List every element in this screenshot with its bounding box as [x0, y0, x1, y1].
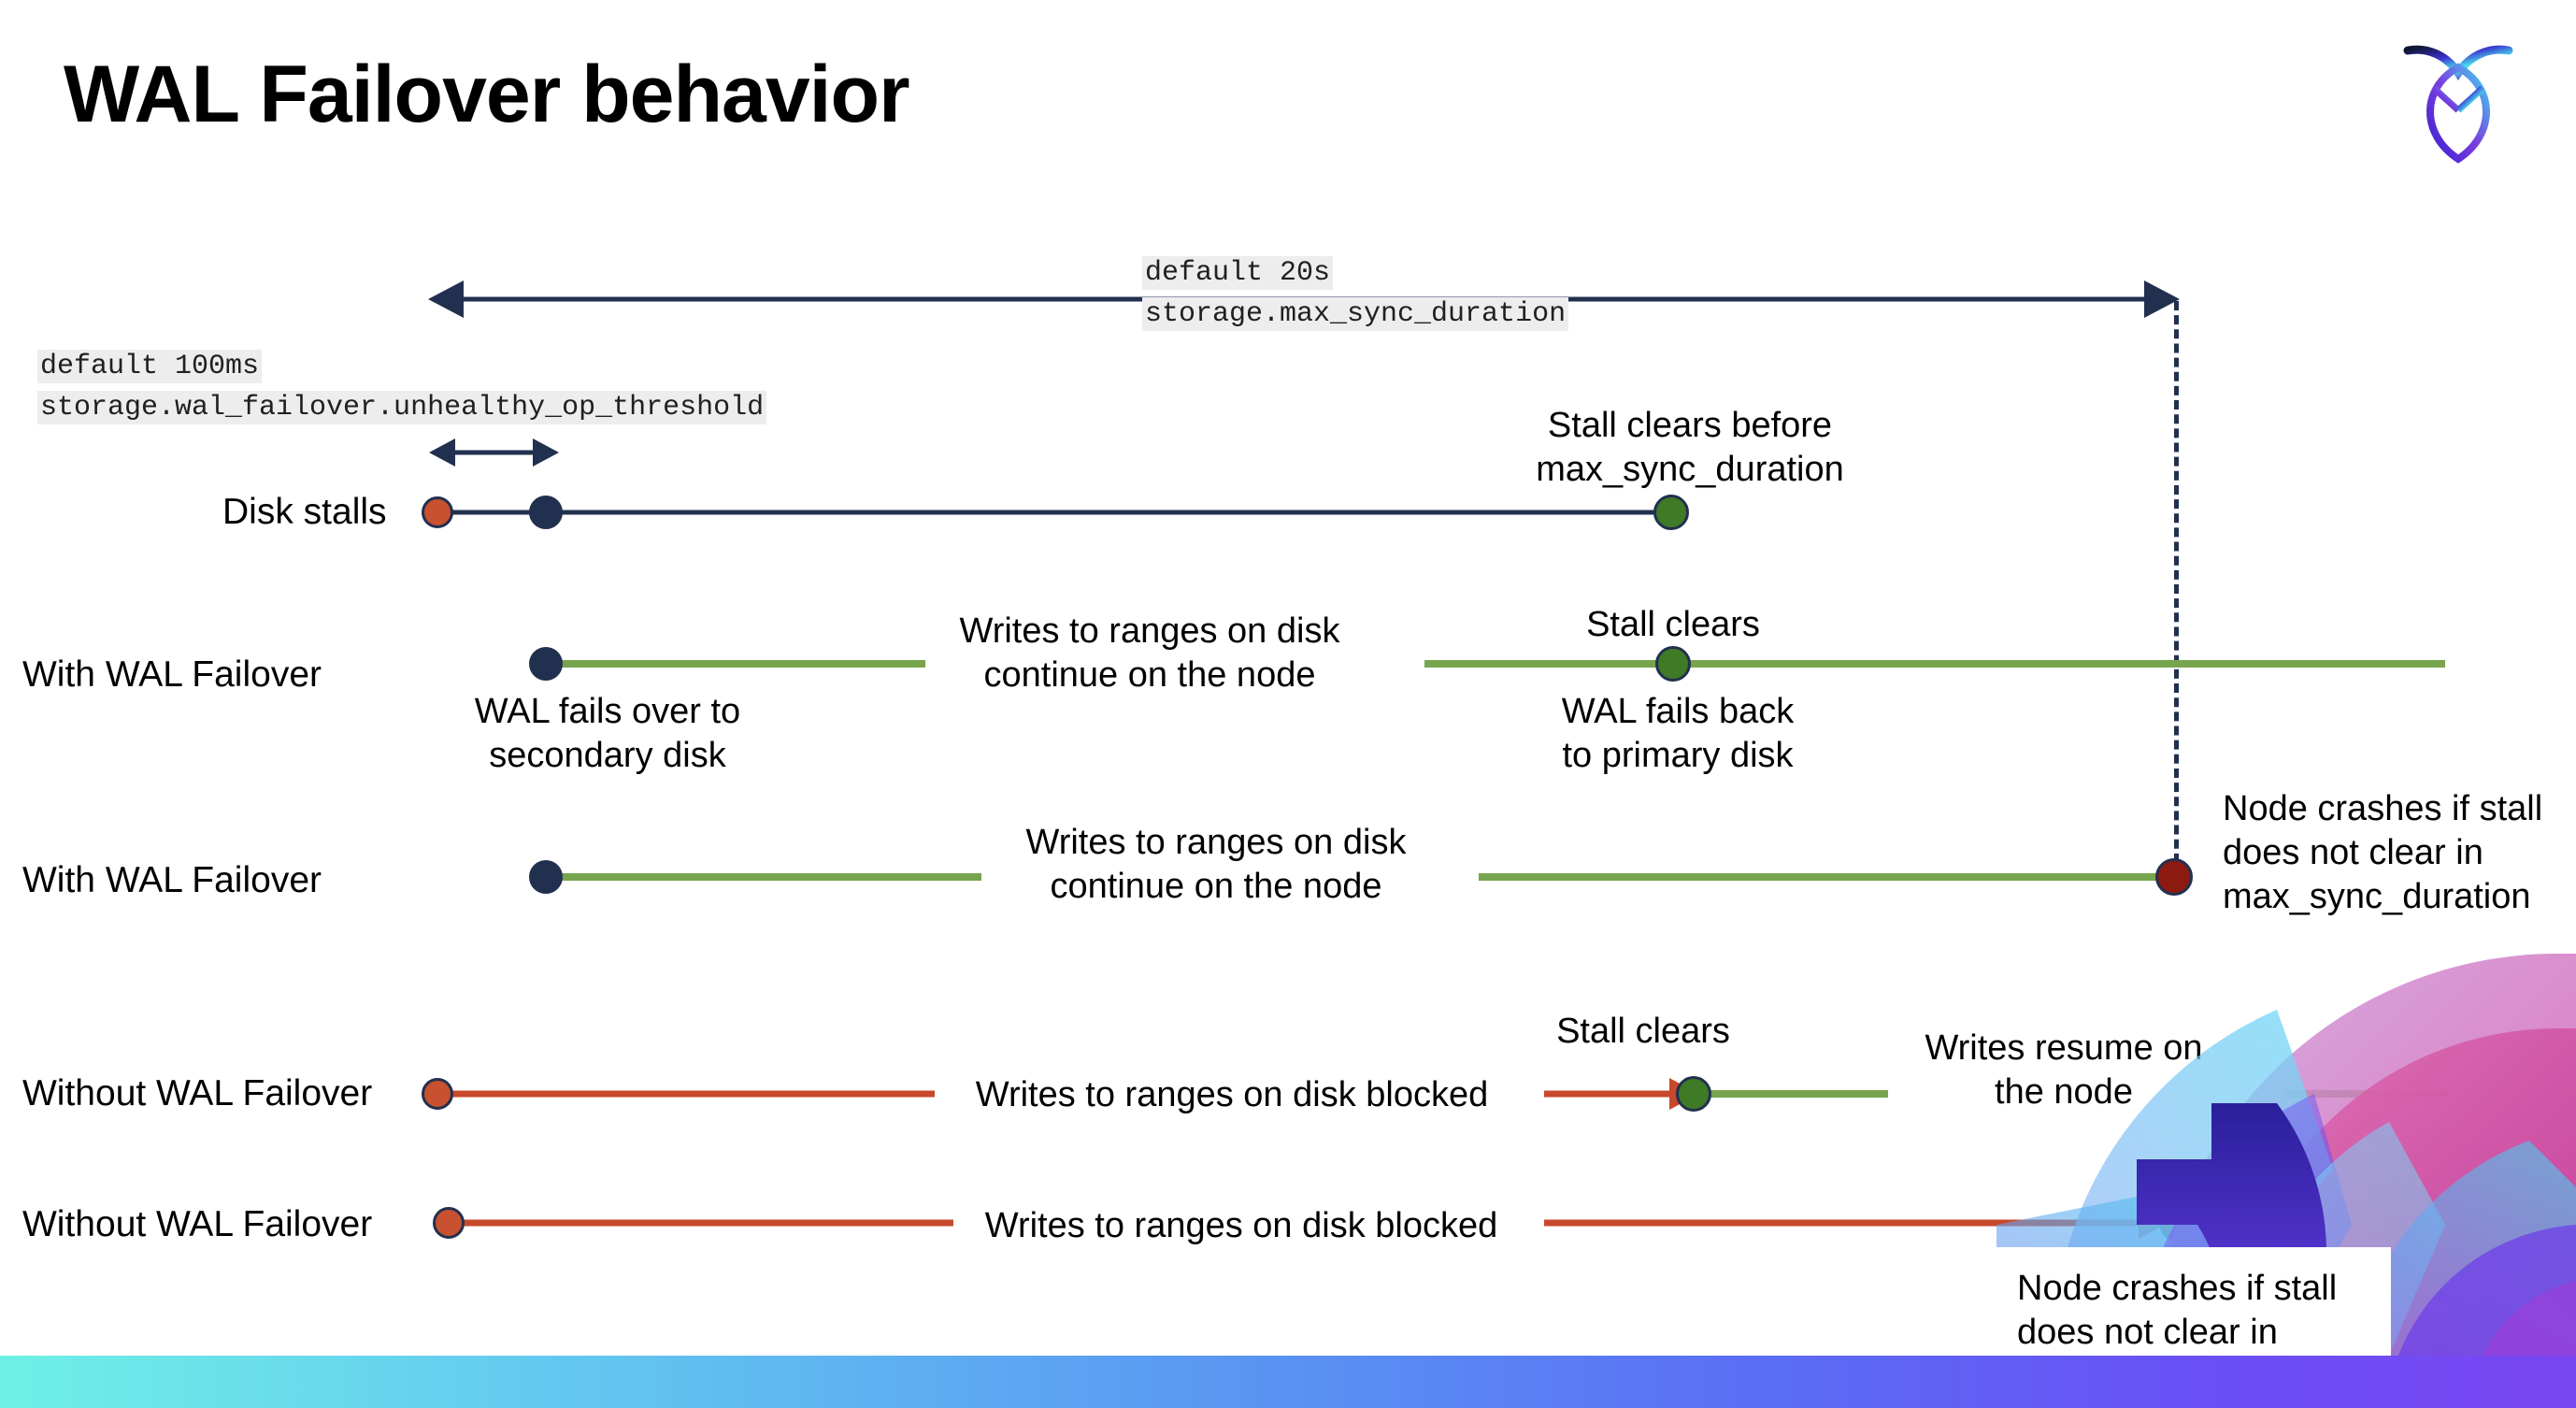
without-wal-clears-clear-marker[interactable] [1676, 1076, 1711, 1112]
unhealthy-op-arrow-right-head [533, 438, 559, 467]
annotation-stall-clears-before: Stall clears before max_sync_duration [1536, 406, 1844, 489]
without-wal-clears-blocked-left [437, 1090, 935, 1098]
row-label-without-wal-failover-clears: Without WAL Failover [22, 1073, 373, 1113]
annotation-node-crashes-1: Node crashes if stall does not clear in … [2223, 789, 2543, 916]
annotation-writes-blocked-2: Writes to ranges on disk blocked [984, 1206, 1498, 1245]
max-sync-arrow-right-head [2144, 280, 2180, 318]
max-sync-setting-label: storage.max_sync_duration [1142, 294, 1569, 335]
without-wal-clears-resume-segment-far [2284, 1090, 2449, 1098]
unhealthy-op-setting-label: storage.wal_failover.unhealthy_op_thresh… [37, 387, 767, 428]
annotation-stall-clears-1: Stall clears [1586, 605, 1760, 644]
annotation-stall-clears-2: Stall clears [1556, 1012, 1730, 1051]
max-sync-arrow-left-head [428, 280, 464, 318]
max-sync-default-label: default 20s [1142, 252, 1334, 294]
row-label-with-wal-failover-clears: With WAL Failover [22, 654, 322, 695]
max-sync-dashed-guideline [2174, 301, 2179, 877]
with-wal-crash-segment-left [546, 873, 981, 881]
annotation-writes-resume: Writes resume on the node [1925, 1028, 2203, 1112]
annotation-writes-blocked-1: Writes to ranges on disk blocked [975, 1075, 1489, 1114]
unhealthy-op-default-label: default 100ms [37, 346, 263, 387]
without-wal-clears-blocked-right [1544, 1090, 1675, 1098]
annotation-wal-fails-over: WAL fails over to secondary disk [474, 692, 741, 775]
without-wal-clears-start-marker[interactable] [422, 1078, 453, 1110]
with-wal-clears-failover-marker[interactable] [529, 647, 563, 681]
row-label-with-wal-failover-crash: With WAL Failover [22, 860, 322, 900]
without-wal-crash-start-marker[interactable] [433, 1207, 465, 1239]
row-label-without-wal-failover-crash: Without WAL Failover [22, 1204, 373, 1244]
cockroachdb-logo-icon [2402, 36, 2514, 166]
page-title: WAL Failover behavior [64, 50, 910, 139]
annotation-writes-continue-2: Writes to ranges on disk continue on the… [1025, 823, 1407, 906]
unhealthy-op-setting-text: storage.wal_failover.unhealthy_op_thresh… [37, 391, 767, 424]
with-wal-crash-segment-right [1479, 873, 2174, 881]
with-wal-crash-failover-marker[interactable] [529, 860, 563, 894]
with-wal-clears-segment-right [1424, 660, 2445, 668]
max-sync-default-text: default 20s [1142, 256, 1334, 290]
without-wal-clears-resume-segment [1710, 1090, 1888, 1098]
with-wal-clears-clear-marker[interactable] [1655, 646, 1691, 682]
without-wal-crash-blocked-right [1544, 1219, 2161, 1227]
with-wal-crash-node-crash-marker[interactable] [2155, 858, 2193, 896]
unhealthy-op-arrow-left-head [429, 438, 455, 467]
without-wal-crash-blocked-left [449, 1219, 953, 1227]
unhealthy-op-default-text: default 100ms [37, 350, 263, 383]
disk-stalls-timeline [437, 510, 1671, 515]
disk-stalls-threshold-marker[interactable] [529, 496, 563, 529]
annotation-wal-fails-back: WAL fails back to primary disk [1561, 692, 1795, 775]
unhealthy-op-span-line [453, 450, 533, 455]
disk-stalls-clear-marker[interactable] [1653, 495, 1689, 530]
annotation-writes-continue-1: Writes to ranges on disk continue on the… [959, 611, 1340, 695]
bottom-gradient-bar [0, 1356, 2576, 1408]
max-sync-setting-text: storage.max_sync_duration [1142, 297, 1569, 331]
disk-stalls-start-marker[interactable] [422, 496, 453, 528]
without-wal-crash-node-crash-marker[interactable] [2159, 1204, 2197, 1242]
with-wal-clears-segment-left [546, 660, 925, 668]
row-label-disk-stalls: Disk stalls [222, 492, 387, 532]
